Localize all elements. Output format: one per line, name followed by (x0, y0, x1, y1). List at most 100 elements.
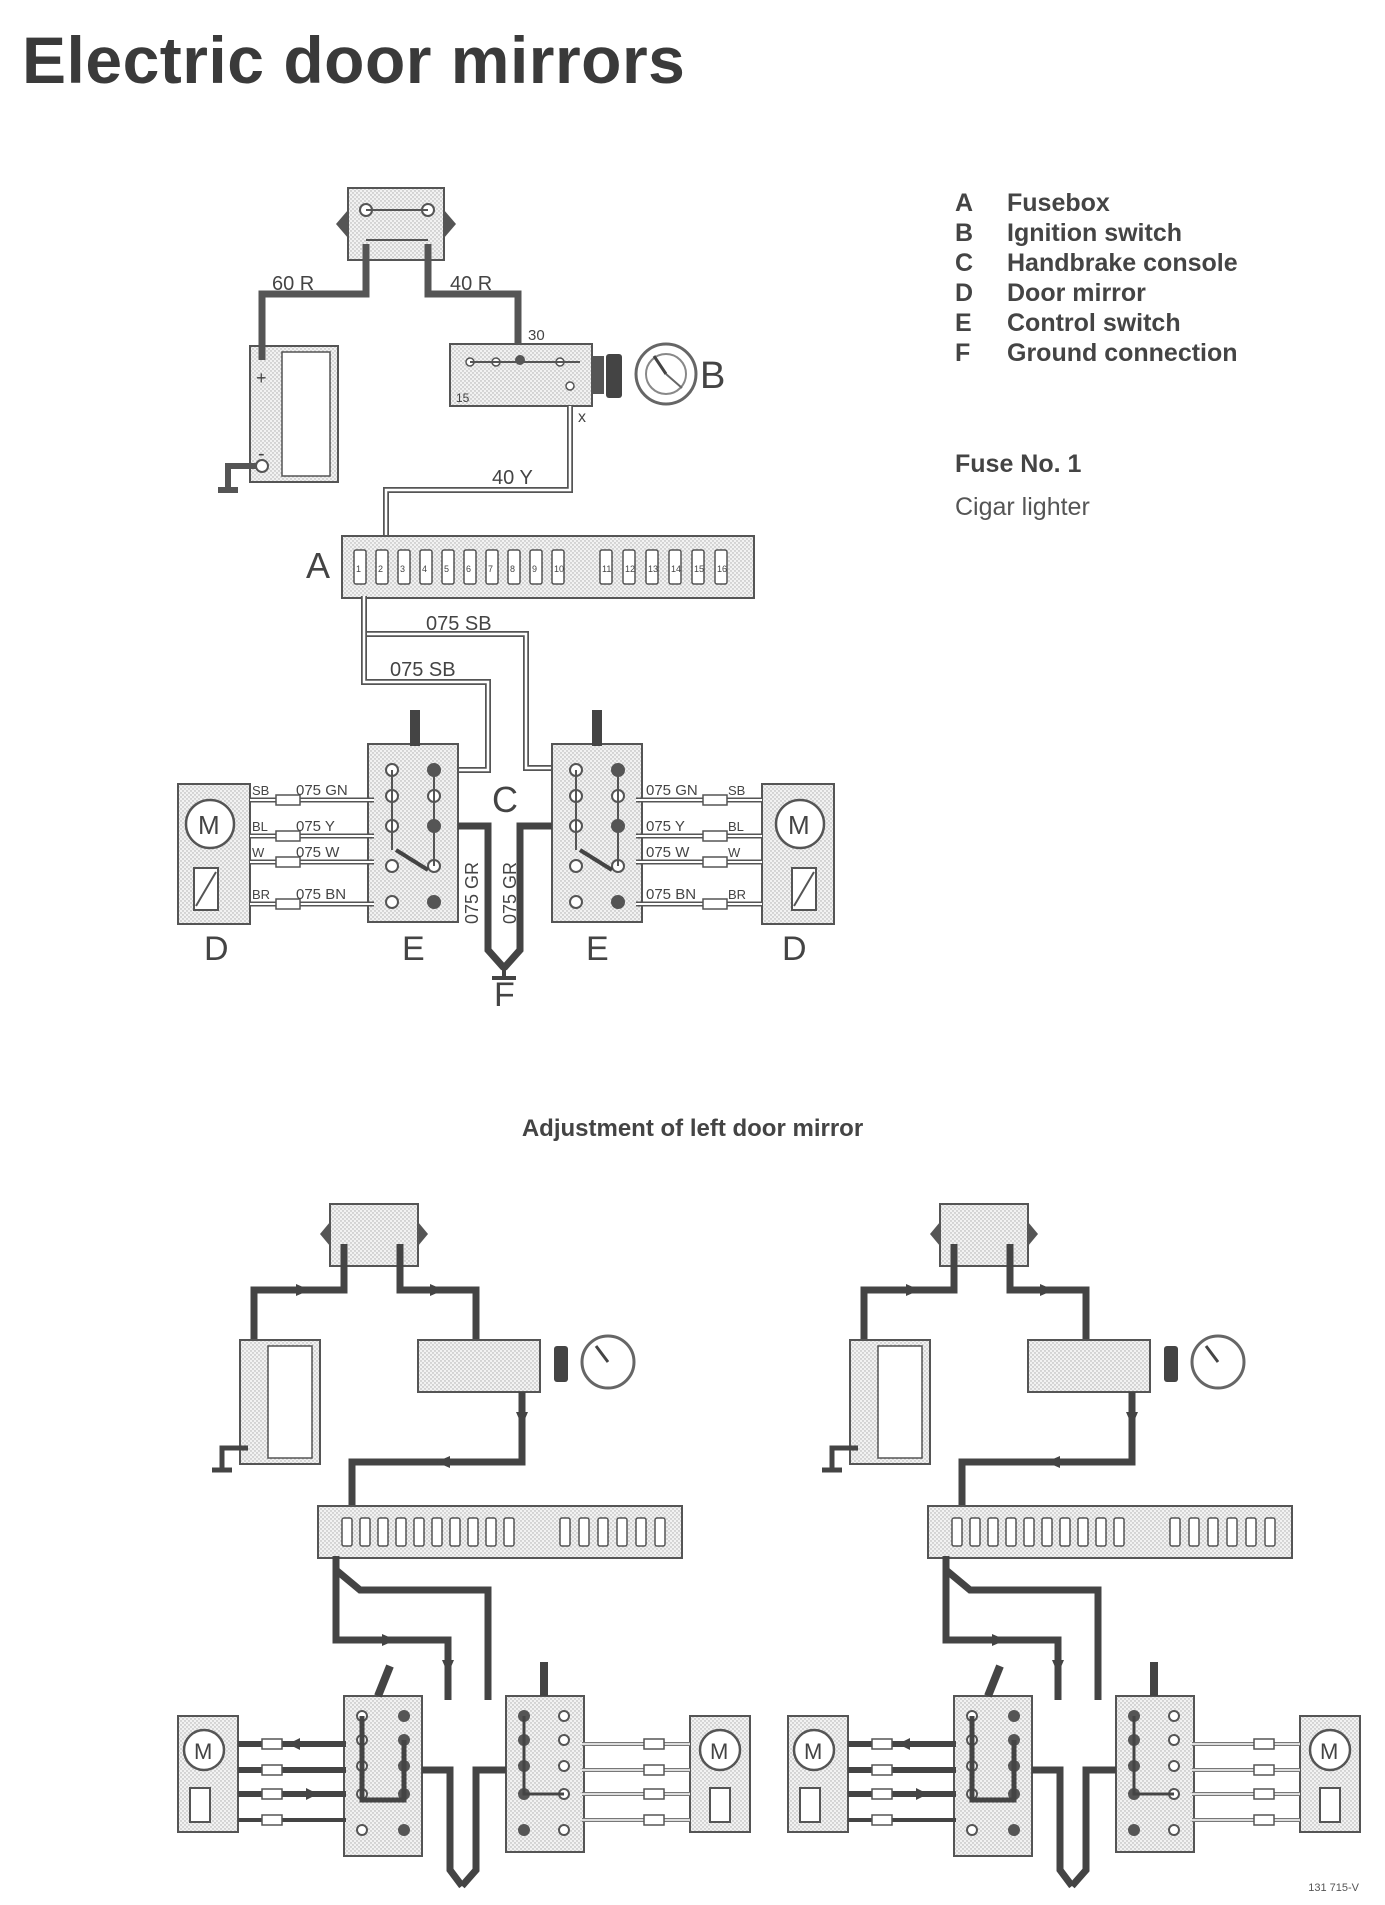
wire-60r (258, 244, 370, 360)
ground-wire (459, 1766, 506, 1889)
switch-contact (569, 895, 583, 909)
flow-arrow (382, 1634, 396, 1646)
motor-symbol: M (194, 1739, 212, 1764)
mirror-wire-code: BR (252, 887, 270, 902)
wire-075gr-right (501, 822, 552, 971)
fuse (1245, 1517, 1257, 1547)
inline-fuse (261, 1764, 283, 1776)
flow-arrow (1040, 1284, 1054, 1296)
legend-item: B Ignition switch (955, 218, 1238, 248)
inline-fuse (871, 1788, 893, 1800)
wire-40r (424, 244, 522, 344)
fuse (668, 549, 682, 585)
ground (822, 1445, 858, 1473)
adjustment-title: Adjustment of left door mirror (521, 1115, 864, 1142)
inline-fuse (871, 1814, 893, 1826)
fuse (622, 549, 636, 585)
mirror-wire-label: 075 BN (296, 886, 346, 903)
ignition-switch (417, 1339, 541, 1393)
mirror-motor-right (774, 798, 826, 850)
switch-lever (578, 848, 614, 872)
ground-wire (422, 1766, 465, 1889)
mirror-motor (698, 1728, 742, 1772)
relay-tab-left (336, 210, 348, 238)
fuse-subtitle: Cigar lighter (955, 493, 1090, 521)
fuse (1113, 1517, 1125, 1547)
switch-contact (518, 1824, 530, 1836)
mirror-wire-label: 075 GN (646, 782, 698, 799)
mirror-wire-code: BL (728, 819, 744, 834)
switch-link (391, 770, 435, 866)
wire-label-40y: 40 Y (492, 467, 533, 489)
fuse (359, 1517, 371, 1547)
wire-label-075sb-b: 075 SB (390, 659, 456, 681)
flow-arrow (1126, 1412, 1138, 1426)
legend-text: Control switch (1007, 309, 1181, 337)
mirror-wire-label: 075 Y (646, 818, 685, 835)
fuse (341, 1517, 353, 1547)
mirror-wire-label: 075 BN (646, 886, 696, 903)
control-switch (1115, 1695, 1195, 1853)
letter-e-left: E (402, 930, 425, 968)
fuse (1169, 1517, 1181, 1547)
legend-key: C (955, 249, 974, 277)
fuse-number: 4 (422, 564, 427, 574)
fuse (691, 549, 705, 585)
control-switch (953, 1695, 1033, 1857)
switch-contact (1008, 1824, 1020, 1836)
switch-contact (427, 895, 441, 909)
wire-label-075sb-a: 075 SB (426, 613, 492, 635)
fuse (419, 549, 433, 585)
fuse (413, 1517, 425, 1547)
fuse (529, 549, 543, 585)
fuse (1188, 1517, 1200, 1547)
reference-number: 131 715-V (1308, 1882, 1359, 1894)
mirror-wire-code: BR (728, 887, 746, 902)
relay-tab (320, 1222, 330, 1246)
fuse (1095, 1517, 1107, 1547)
fuse-number: 3 (400, 564, 405, 574)
letter-f: F (494, 976, 515, 1014)
fuse (714, 549, 728, 585)
inline-fuse (275, 856, 301, 868)
legend-text: Ground connection (1007, 339, 1238, 367)
legend-key: D (955, 279, 974, 307)
fuse-number: 7 (488, 564, 493, 574)
motor-symbol: M (788, 810, 810, 840)
switch-contact (558, 1734, 570, 1746)
ground-battery (218, 463, 256, 493)
switch-contact (385, 859, 399, 873)
switch-contact (1008, 1710, 1020, 1722)
legend-text: Ignition switch (1007, 219, 1182, 247)
inline-fuse (643, 1788, 665, 1800)
inline-fuse (871, 1738, 893, 1750)
flow-arrow (1046, 1456, 1060, 1468)
ground-wire (1032, 1766, 1075, 1889)
letter-b: B (700, 355, 725, 397)
fuse (503, 1517, 515, 1547)
fuse-number: 10 (554, 564, 564, 574)
control-switch (343, 1695, 423, 1857)
inline-fuse (261, 1738, 283, 1750)
ground-symbol (492, 968, 516, 980)
switch-contact (558, 1824, 570, 1836)
flow-arrow (906, 1284, 920, 1296)
inline-fuse (702, 898, 728, 910)
mirror-wire-code: SB (728, 783, 745, 798)
switch-contact (356, 1824, 368, 1836)
flow-arrow (898, 1738, 910, 1750)
mirror-motor (182, 1728, 226, 1772)
fuse (969, 1517, 981, 1547)
fuse (599, 549, 613, 585)
fuse (441, 549, 455, 585)
mirror-wire-code: W (252, 845, 265, 860)
switch-link (359, 1716, 407, 1803)
legend-key: B (955, 219, 974, 247)
mirror-wire-label: 075 Y (296, 818, 335, 835)
